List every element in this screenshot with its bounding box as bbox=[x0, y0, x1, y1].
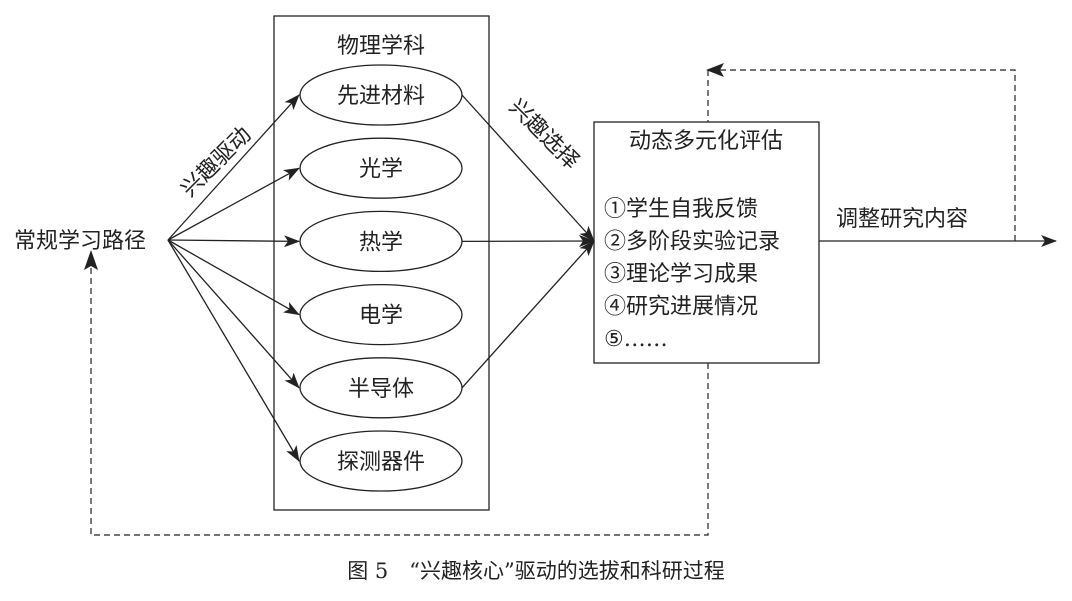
figure-caption: 图 5 “兴趣核心”驱动的选拔和科研过程 bbox=[347, 559, 725, 583]
subject-item-label: 半导体 bbox=[348, 377, 414, 402]
subject-item-ellipse bbox=[299, 283, 463, 346]
subject-item-label: 探测器件 bbox=[337, 450, 425, 475]
drive-arrow bbox=[167, 167, 300, 241]
start-label: 常规学习路径 bbox=[14, 229, 146, 254]
select-arrow bbox=[461, 240, 595, 389]
subject-item: 电学 bbox=[299, 283, 463, 346]
select-arrows bbox=[461, 94, 595, 389]
feedback-loop-top-arrowhead bbox=[706, 63, 724, 77]
select-label: 兴趣选择 bbox=[504, 95, 584, 175]
evaluation-item: ①学生自我反馈 bbox=[604, 197, 758, 222]
subject-item: 半导体 bbox=[299, 357, 463, 419]
feedback-loop-bottom bbox=[90, 268, 709, 536]
subject-item-ellipse bbox=[299, 137, 463, 199]
subject-item: 先进材料 bbox=[299, 64, 463, 126]
feedback-loop-bottom-arrowhead bbox=[84, 250, 98, 270]
subject-item-label: 先进材料 bbox=[337, 84, 425, 109]
subject-item-label: 电学 bbox=[359, 304, 403, 329]
drive-arrow bbox=[167, 94, 300, 241]
output-label: 调整研究内容 bbox=[836, 207, 968, 232]
drive-arrows bbox=[167, 94, 300, 462]
evaluation-item: ③理论学习成果 bbox=[604, 262, 758, 287]
select-arrow bbox=[461, 94, 595, 242]
evaluation-items: ①学生自我反馈 ②多阶段实验记录 ③理论学习成果 ④研究进展情况 ⑤…… bbox=[604, 197, 780, 352]
feedback-loop-top bbox=[708, 69, 1016, 241]
drive-arrow bbox=[167, 239, 300, 389]
drive-arrow bbox=[167, 239, 300, 316]
subject-item-label: 热学 bbox=[359, 230, 403, 255]
subject-box-title: 物理学科 bbox=[337, 34, 425, 59]
subject-box bbox=[273, 15, 490, 511]
subject-item: 探测器件 bbox=[299, 430, 463, 492]
evaluation-item: ④研究进展情况 bbox=[604, 295, 758, 320]
drive-arrow bbox=[167, 235, 300, 248]
subject-item: 热学 bbox=[299, 210, 463, 273]
subject-item: 光学 bbox=[299, 137, 463, 199]
evaluation-item: ②多阶段实验记录 bbox=[604, 230, 780, 255]
subject-item-ellipse bbox=[299, 430, 463, 492]
drive-arrow bbox=[167, 239, 300, 462]
evaluation-title: 动态多元化评估 bbox=[629, 129, 783, 154]
evaluation-item: ⑤…… bbox=[604, 327, 668, 352]
evaluation-box bbox=[593, 121, 820, 364]
subject-item-label: 光学 bbox=[359, 157, 403, 182]
drive-label: 兴趣驱动 bbox=[177, 122, 257, 202]
